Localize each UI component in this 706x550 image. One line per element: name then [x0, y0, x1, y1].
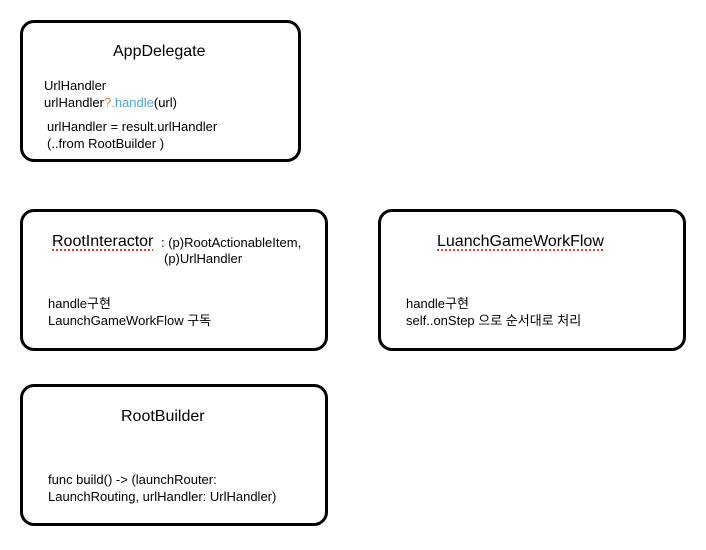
launch-workflow-title: LuanchGameWorkFlow [437, 233, 604, 250]
launch-workflow-box: LuanchGameWorkFlow handle구현 self..onStep… [378, 209, 686, 351]
root-interactor-body-line-1: handle구현 [48, 296, 111, 311]
launch-workflow-body-line-2: self..onStep 으로 순서대로 처리 [406, 313, 582, 328]
root-builder-title: RootBuilder [121, 408, 205, 425]
root-interactor-conforms-line-2: (p)UrlHandler [164, 251, 243, 266]
app-delegate-line-4: (..from RootBuilder ) [47, 136, 165, 151]
handle-method-name: handle [114, 95, 154, 110]
root-interactor-conforms-line-1: : (p)RootActionableItem, [161, 235, 302, 250]
app-delegate-title: AppDelegate [113, 43, 206, 60]
app-delegate-line-2-suffix: (url) [153, 95, 177, 110]
root-interactor-title: RootInteractor [52, 233, 154, 250]
optional-chain-operator: ?. [103, 95, 115, 110]
app-delegate-line-2: urlHandler?.handle(url) [44, 94, 177, 111]
root-builder-body-line-1: func build() -> (launchRouter: [48, 472, 217, 487]
root-interactor-body-line-2: LaunchGameWorkFlow 구독 [48, 313, 212, 328]
root-builder-box: RootBuilder func build() -> (launchRoute… [20, 384, 328, 526]
app-delegate-line-2-prefix: urlHandler [44, 95, 104, 110]
root-builder-body-line-2: LaunchRouting, urlHandler: UrlHandler) [48, 489, 277, 504]
root-interactor-box: RootInteractor : (p)RootActionableItem, … [20, 209, 328, 351]
app-delegate-line-1: UrlHandler [44, 78, 107, 93]
launch-workflow-body-line-1: handle구현 [406, 296, 469, 311]
app-delegate-line-3: urlHandler = result.urlHandler [47, 119, 218, 134]
app-delegate-box: AppDelegate UrlHandler urlHandler?.handl… [20, 20, 301, 162]
